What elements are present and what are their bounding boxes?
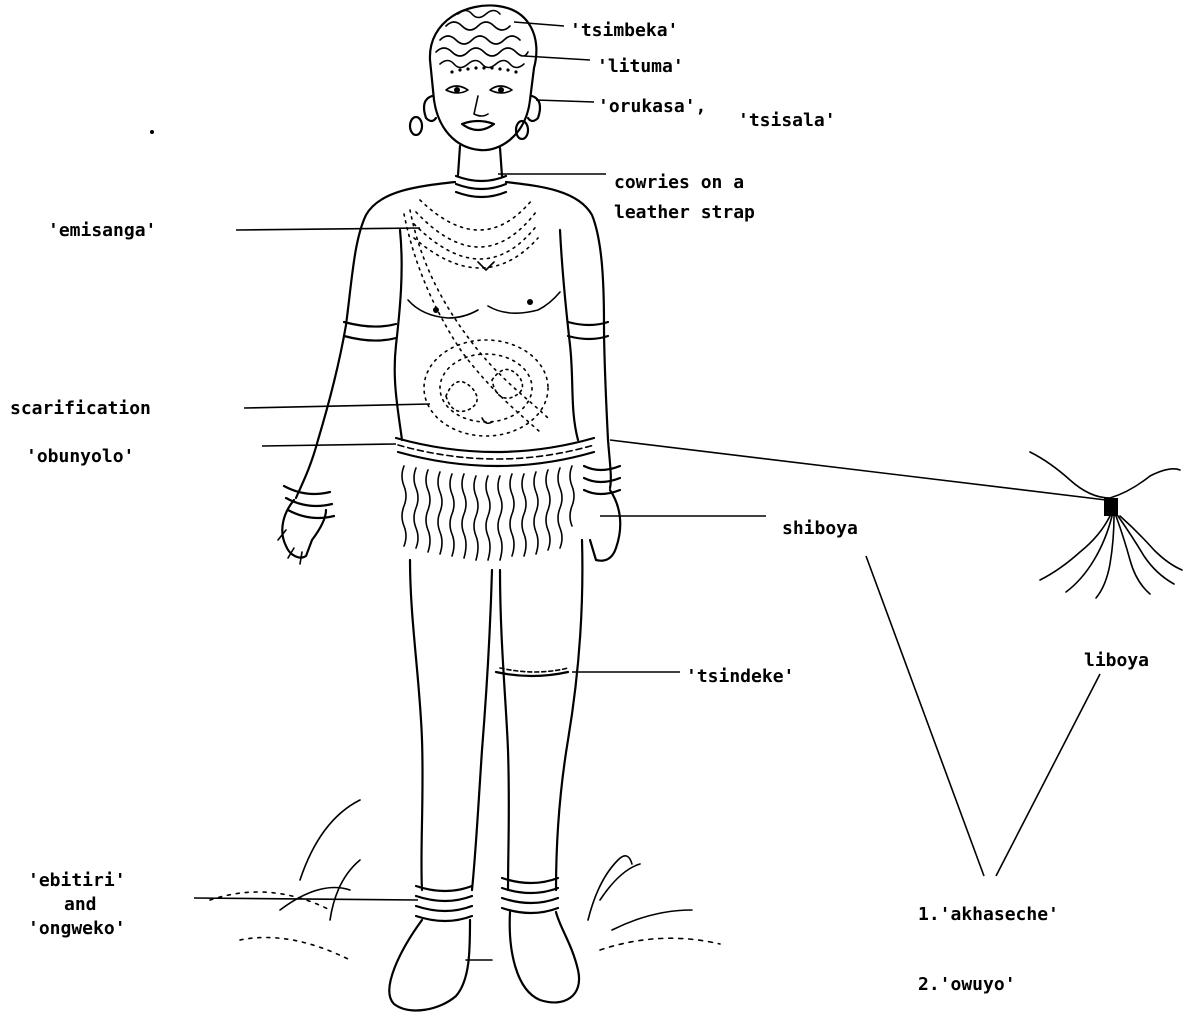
label-cowries-line2: leather strap bbox=[614, 202, 755, 223]
label-ongweko: 'ongweko' bbox=[28, 918, 126, 939]
label-tsimbeka: 'tsimbeka' bbox=[570, 20, 678, 41]
legs bbox=[210, 540, 720, 1010]
label-shiboya: shiboya bbox=[782, 518, 858, 539]
label-and: and bbox=[64, 894, 97, 915]
leader-lines bbox=[194, 22, 1106, 900]
scarification-pattern bbox=[424, 340, 548, 436]
liboya-whisk bbox=[1030, 452, 1182, 598]
head bbox=[410, 5, 540, 150]
label-lituma: 'lituma' bbox=[597, 56, 684, 77]
label-akhaseche: 1.'akhaseche' bbox=[918, 904, 1059, 925]
label-tsisala: 'tsisala' bbox=[738, 110, 836, 131]
label-orukasa: 'orukasa', bbox=[598, 96, 706, 117]
label-obunyolo: 'obunyolo' bbox=[26, 446, 134, 467]
body-outline bbox=[278, 146, 620, 564]
label-liboya: liboya bbox=[1084, 650, 1149, 671]
label-cowries-line1: cowries on a bbox=[614, 172, 744, 193]
label-emisanga: 'emisanga' bbox=[48, 220, 156, 241]
labels: 'tsimbeka' 'lituma' 'orukasa', 'tsisala'… bbox=[10, 20, 1149, 995]
label-owuyo: 2.'owuyo' bbox=[918, 974, 1016, 995]
label-scarification: scarification bbox=[10, 398, 151, 419]
obunyolo-belt bbox=[396, 438, 594, 560]
label-tsindeke: 'tsindeke' bbox=[686, 666, 794, 687]
label-ebitiri: 'ebitiri' bbox=[28, 870, 126, 891]
